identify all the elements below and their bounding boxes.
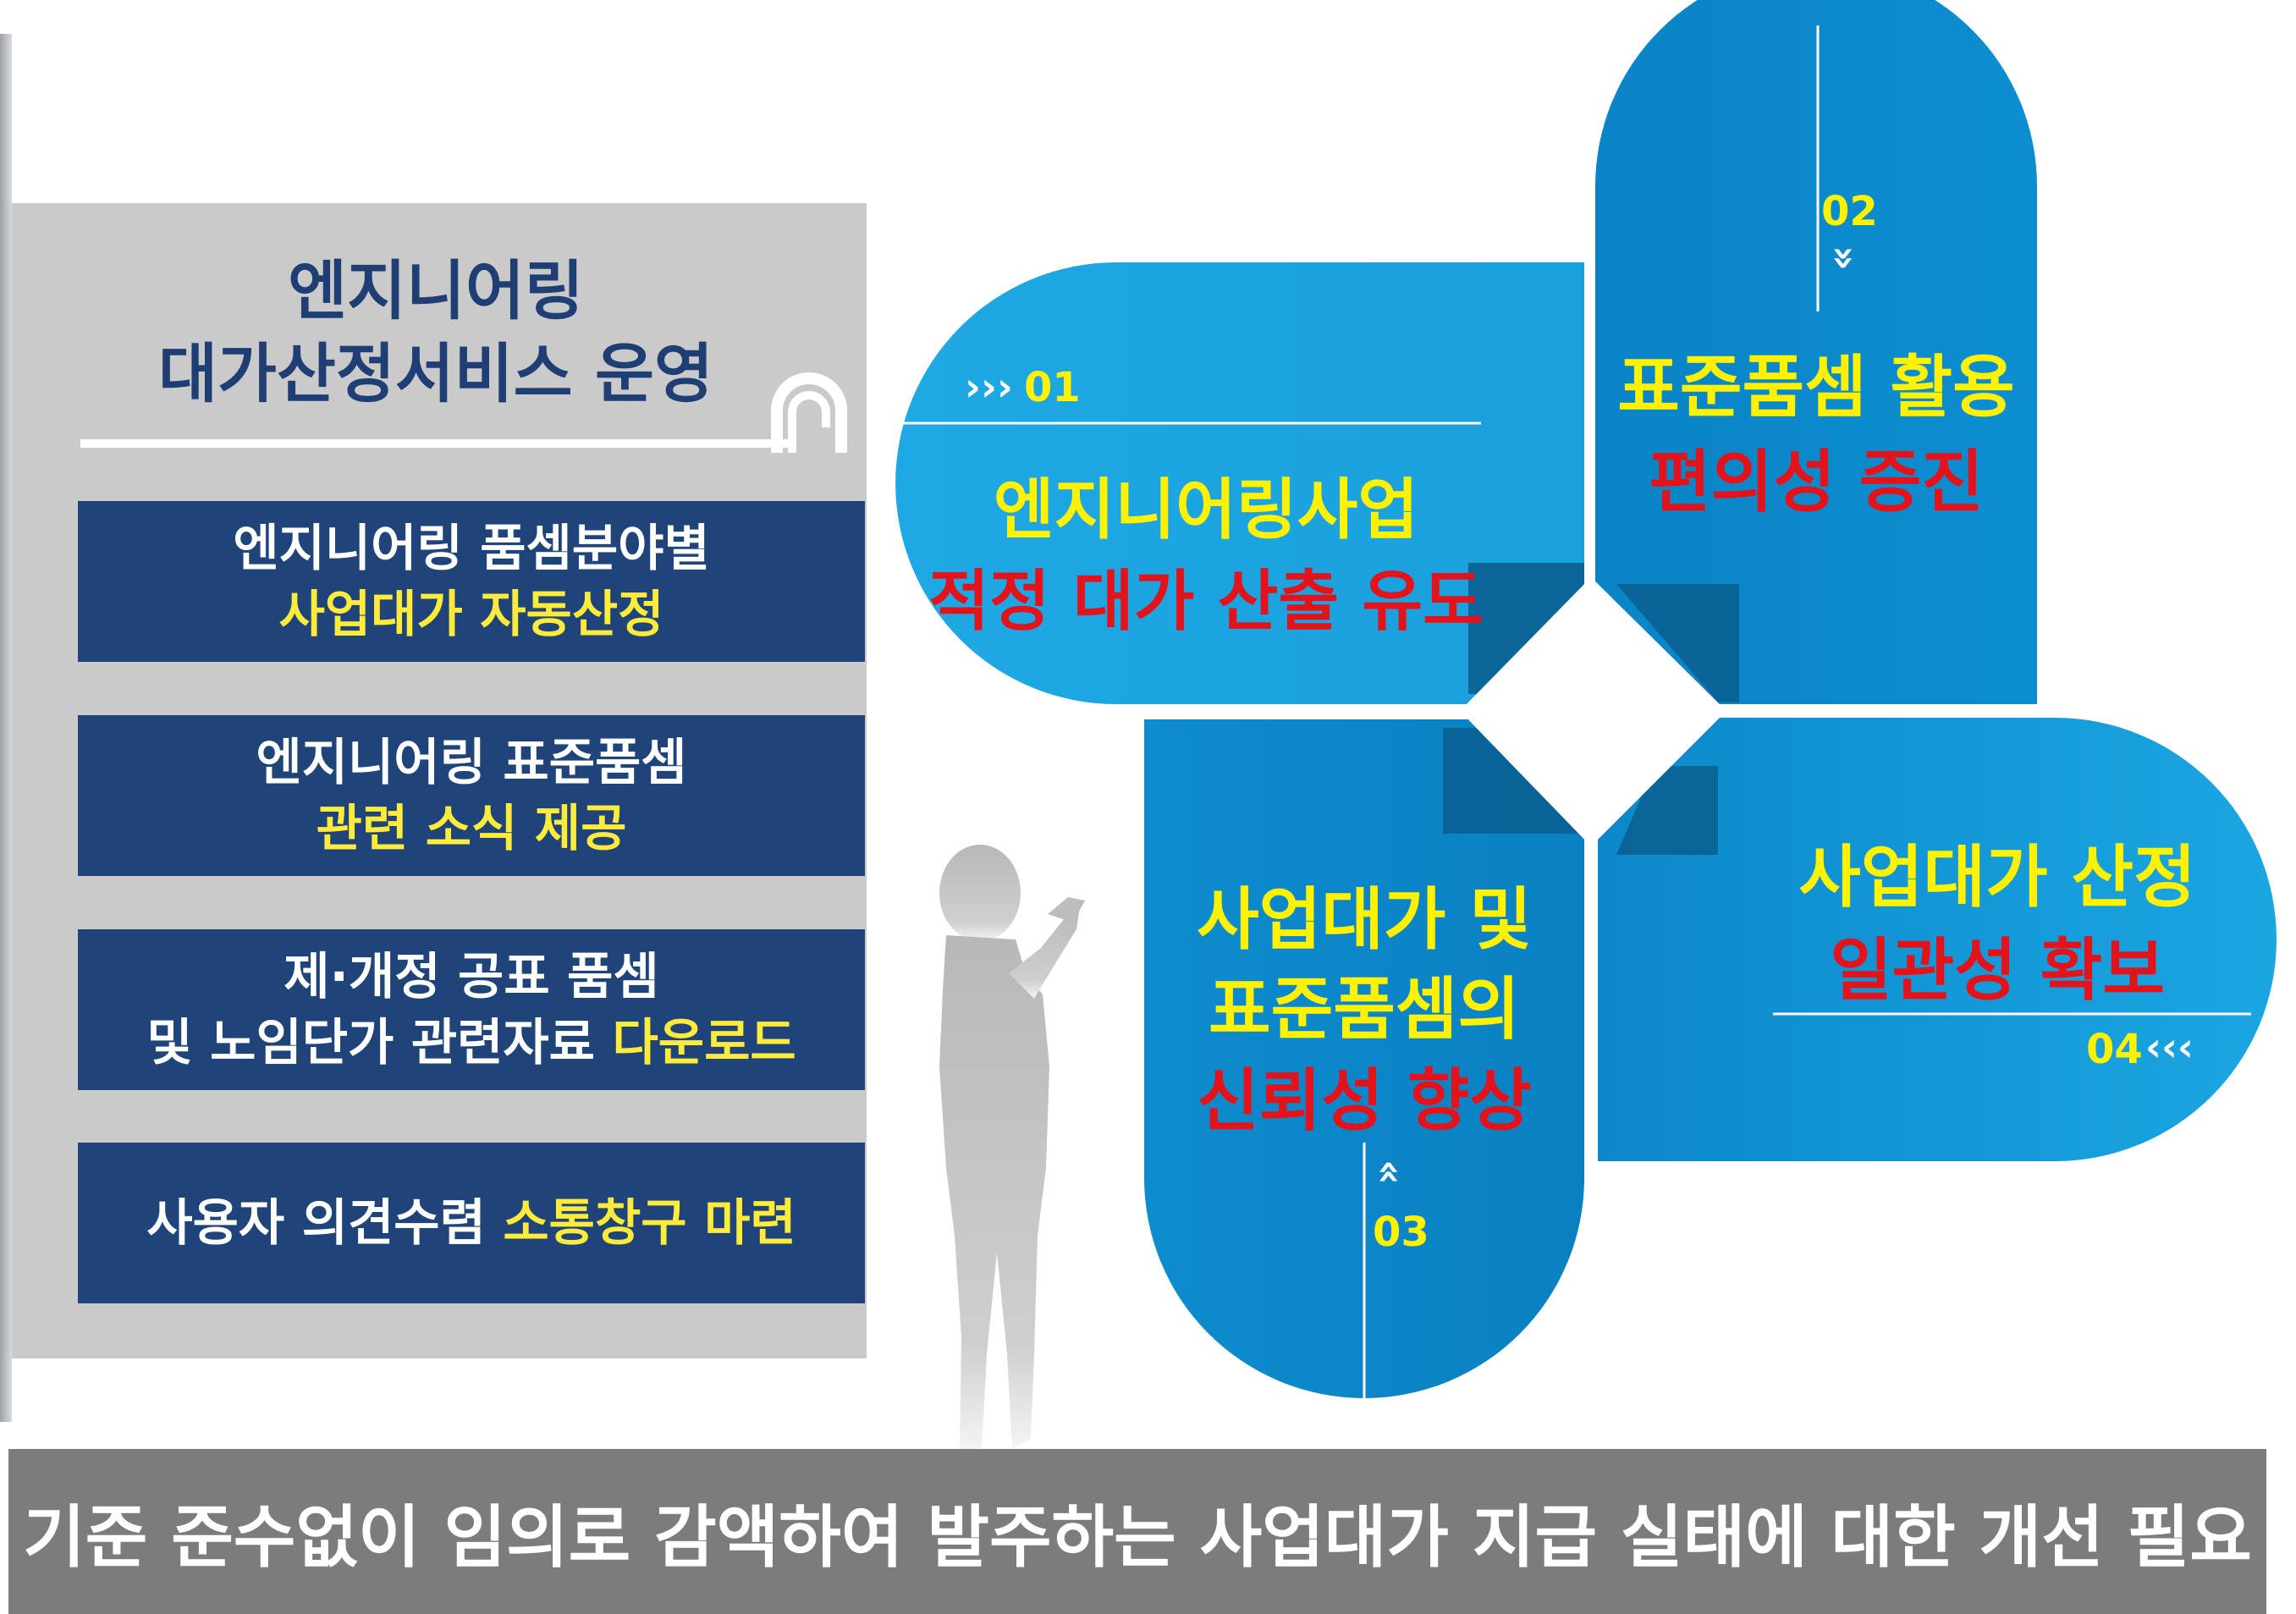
petal-01-title: 엔지니어링사업 [993, 472, 1419, 548]
petal-02 [1595, 0, 2037, 704]
panel-title-line2: 대가산정서비스 운영 [158, 336, 713, 411]
petal-03-subtitle: 표준품셈의 [1209, 970, 1520, 1049]
petal-03-number: 03 [1373, 1209, 1429, 1256]
petal-03 [1144, 719, 1584, 1398]
petal-04-subtitle: 일관성 확보 [1830, 931, 2165, 1010]
person-silhouette [939, 845, 1085, 1449]
service-box-4-highlight: 소통창구 마련 [503, 1193, 796, 1252]
petal-03-arrow-icon: « [1367, 1160, 1413, 1185]
petal-03-detail: 신뢰성 향상 [1197, 1061, 1532, 1140]
service-box-4-prefix: 사용자 의견수렴 [146, 1193, 504, 1252]
service-box-news: 엔지니어링 표준품셈 관련 소식 제공 [78, 715, 865, 876]
pointer-hand-icon [771, 372, 847, 453]
petal-02-number: 02 [1821, 188, 1878, 235]
service-box-3-line1: 제·개정 공표 품셈 [284, 947, 659, 1005]
service-box-auto-calc: 엔지니어링 품셈분야별 사업대가 자동산정 [78, 501, 865, 662]
service-box-feedback: 사용자 의견수렴 소통창구 마련 [78, 1143, 865, 1303]
petal-04-title: 사업대가 산정 [1798, 838, 2196, 917]
service-box-download: 제·개정 공표 품셈 및 노임단가 관련자료 다운로드 [78, 929, 865, 1090]
service-box-2-highlight: 관련 소식 제공 [316, 799, 627, 857]
petal-04-arrow-icon: ‹‹‹ [2145, 1024, 2194, 1070]
service-box-3-line2: 및 노임단가 관련자료 다운로드 [146, 1010, 796, 1076]
petal-01 [895, 262, 1584, 704]
footer-bar: 기준 준수없이 임의로 감액하여 발주하는 사업대가 지급 실태에 대한 개선 … [8, 1449, 2266, 1614]
service-box-3-prefix: 및 노임단가 관련자료 [146, 1013, 613, 1071]
petal-01-number: 01 [1024, 364, 1081, 411]
title-underline [80, 439, 796, 448]
panel-title: 엔지니어링 대가산정서비스 운영 [68, 250, 804, 416]
panel-title-line1: 엔지니어링 [288, 253, 584, 328]
petal-02-title: 표준품셈 활용 [1617, 348, 2015, 427]
petal-03-title: 사업대가 및 [1197, 880, 1532, 959]
center-diamond [1460, 577, 1726, 846]
petal-02-arrow-icon: » [1821, 245, 1868, 271]
footer-text: 기준 준수없이 임의로 감액하여 발주하는 사업대가 지급 실태에 대한 개선 … [23, 1497, 2252, 1577]
petal-01-subtitle: 적정 대가 산출 유도 [928, 564, 1484, 640]
service-box-3-highlight: 다운로드 [612, 1013, 796, 1071]
petal-04 [1598, 718, 2277, 1161]
service-box-1-line1: 엔지니어링 품셈분야별 [233, 519, 710, 577]
petal-01-arrow-icon: ››› [965, 364, 1013, 410]
panel-edge-shadow [0, 34, 12, 1422]
service-box-4-line1: 사용자 의견수렴 소통창구 마련 [146, 1190, 796, 1256]
petal-02-subtitle: 편의성 증진 [1649, 443, 1984, 521]
petal-04-number: 04 [2086, 1026, 2143, 1073]
service-box-2-line1: 엔지니어링 표준품셈 [256, 733, 687, 791]
service-box-1-highlight: 사업대가 자동산정 [278, 585, 664, 643]
